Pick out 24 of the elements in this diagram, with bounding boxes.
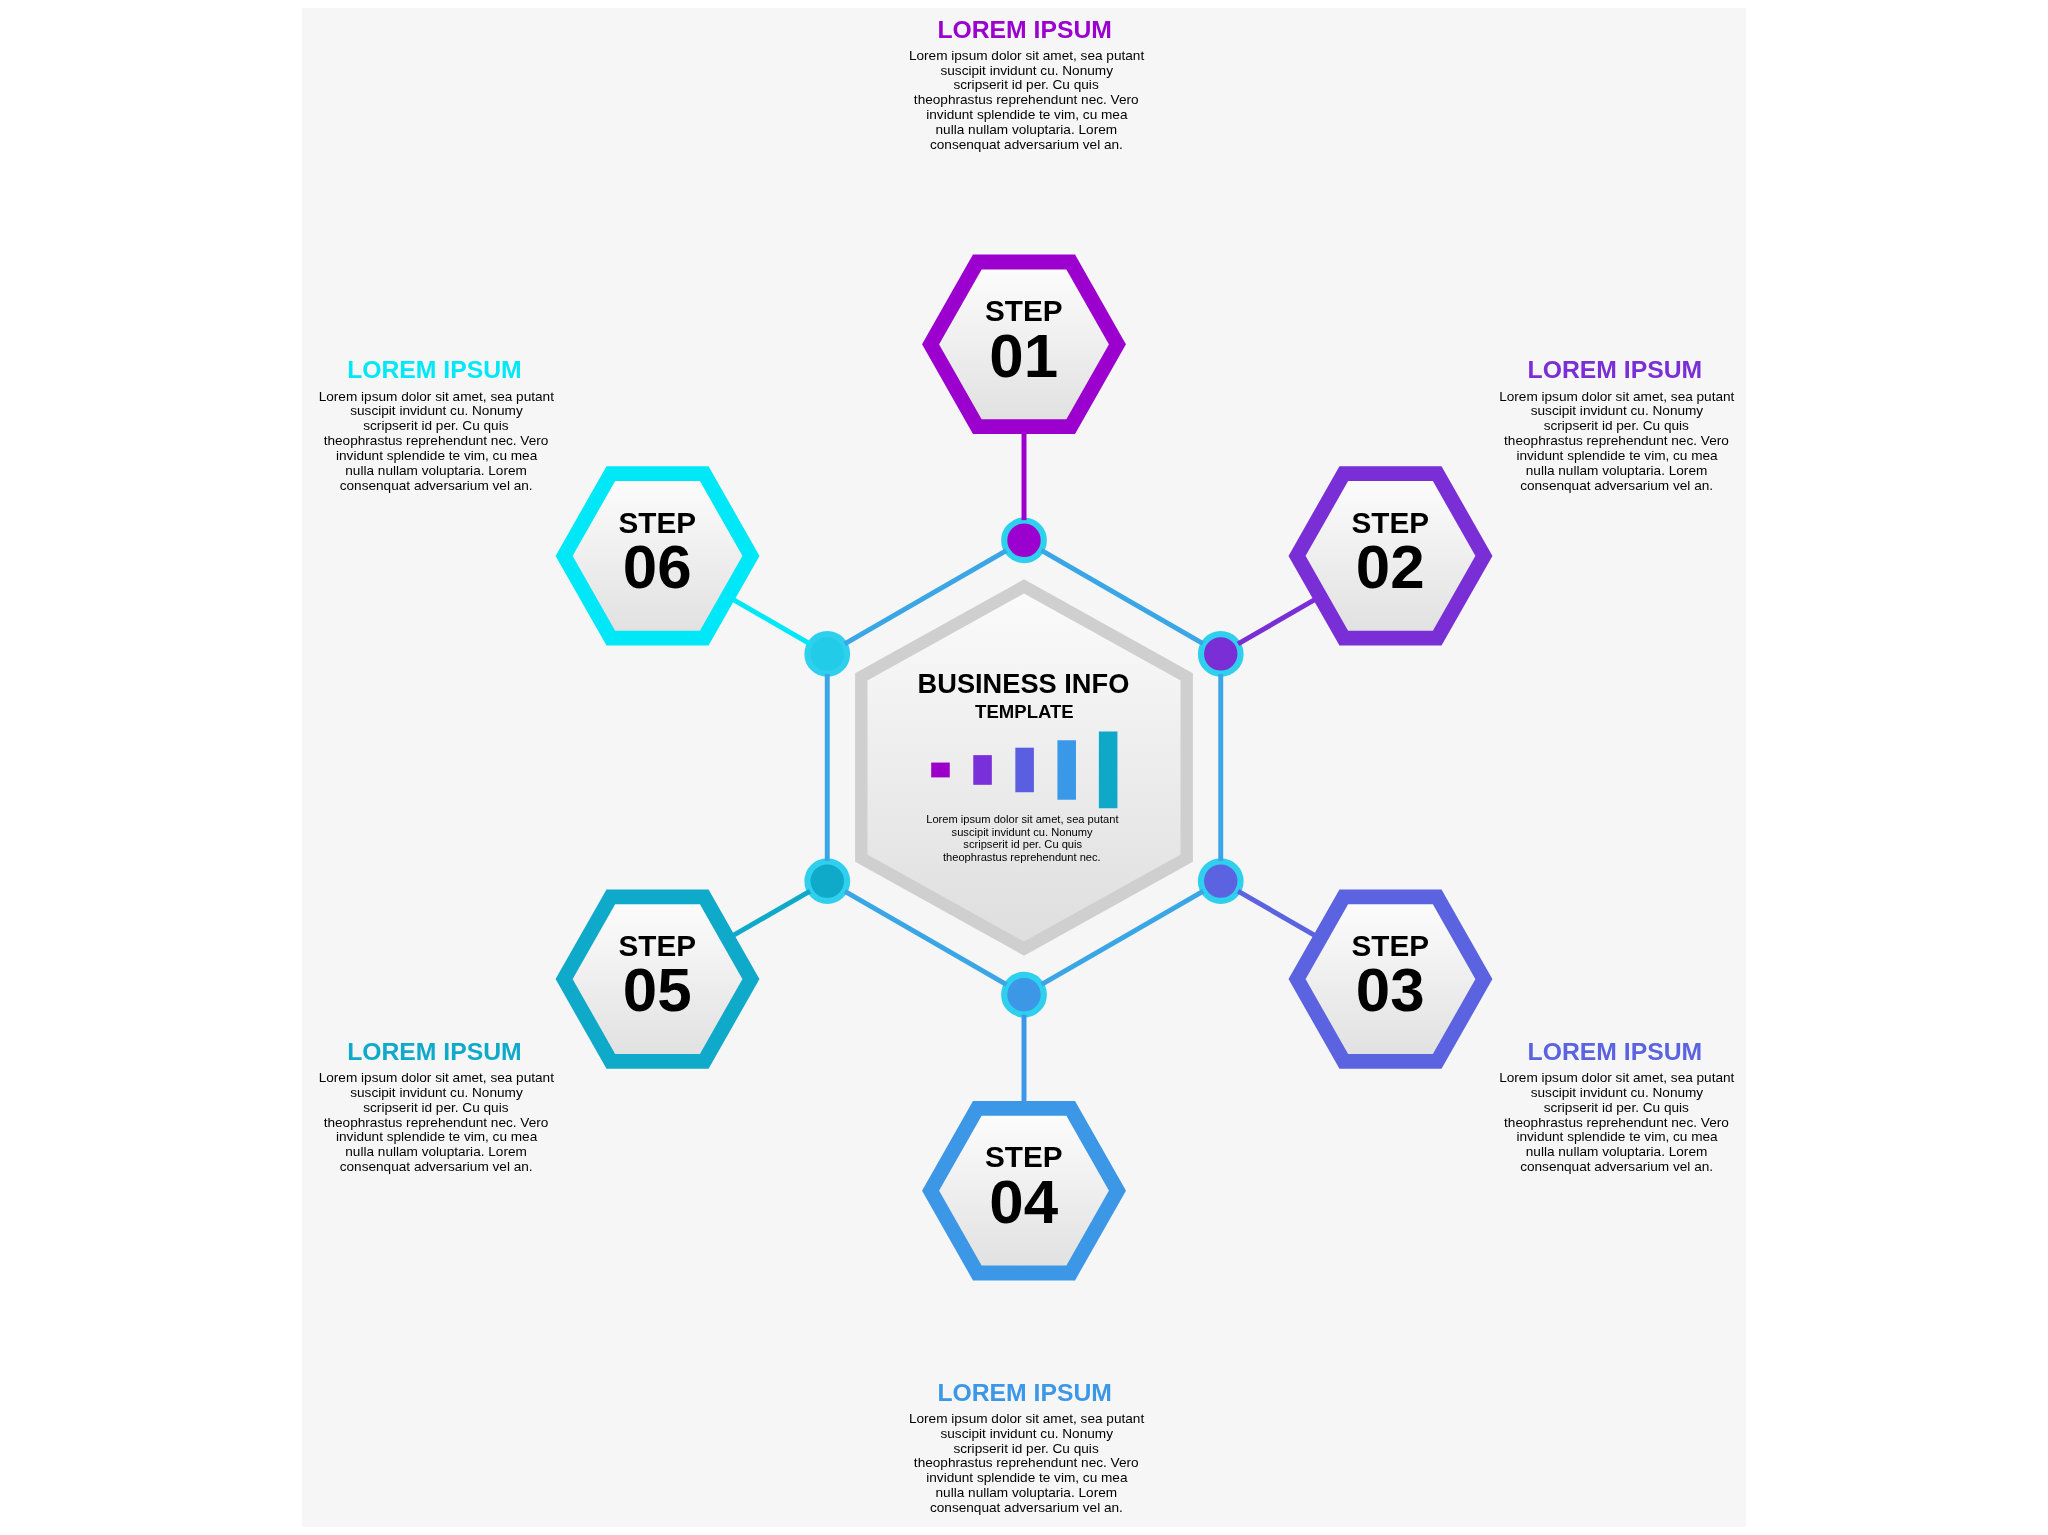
node-label: Lorem ipsum dolor sit amet, sea putant suscipit invidunt cu. Nonumy scripserit id per. Cu quis theophrastus reprehendunt nec. Vero invidunt splendide te vim, cu mea nulla nullam voluptaria. Lorem consenquat adversarium vel an. [908,47,1145,152]
node-circle [1001,517,1047,564]
node-label: LOREM IPSUM [1527,356,1703,384]
node-label: Lorem ipsum dolor sit amet, sea putant suscipit invidunt cu. Nonumy scripserit id per. Cu quis theophrastus reprehendunt nec. Vero invidunt splendide te vim, cu mea nulla nullam voluptaria. Lorem consenquat adversarium vel an. [1499,388,1735,493]
node-circle [1197,858,1244,904]
node-label: Lorem ipsum dolor sit amet, sea putant suscipit invidunt cu. Nonumy scripserit id per. Cu quis theophrastus reprehendunt nec. Vero invidunt splendide te vim, cu mea nulla nullam voluptaria. Lorem consenquat adversarium vel an. [1499,1070,1735,1175]
node-circle [804,631,851,677]
connector [1040,548,1205,646]
node-circle [804,858,851,904]
node-label: LOREM IPSUM [937,1378,1112,1406]
node-label: Lorem ipsum dolor sit amet, sea putant suscipit invidunt cu. Nonumy scripserit id per. Cu quis theophrastus reprehendunt nec. Vero invidunt splendide te vim, cu mea nulla nullam voluptaria. Lorem consenquat adversarium vel an. [318,1070,554,1175]
connector [1040,889,1205,987]
node-circle [1001,971,1047,1018]
node-label: Lorem ipsum dolor sit amet, sea putant suscipit invidunt cu. Nonumy scripserit id per. Cu quis theophrastus reprehendunt nec. Vero invidunt splendide te vim, cu mea nulla nullam voluptaria. Lorem consenquat adversarium vel an. [908,1410,1145,1515]
node-label: LOREM IPSUM [347,1038,522,1066]
connector [843,889,1008,987]
connector [1218,674,1224,861]
connector [843,548,1008,646]
node-circle [1197,631,1244,677]
connector [824,674,830,861]
node-label: LOREM IPSUM [1527,1038,1703,1066]
node-label: Lorem ipsum dolor sit amet, sea putant suscipit invidunt cu. Nonumy scripserit id per. Cu quis theophrastus reprehendunt nec. Vero invidunt splendide te vim, cu mea nulla nullam voluptaria. Lorem consenquat adversarium vel an. [318,388,554,493]
node-label: LOREM IPSUM [937,15,1112,43]
node-label: LOREM IPSUM [347,356,522,384]
